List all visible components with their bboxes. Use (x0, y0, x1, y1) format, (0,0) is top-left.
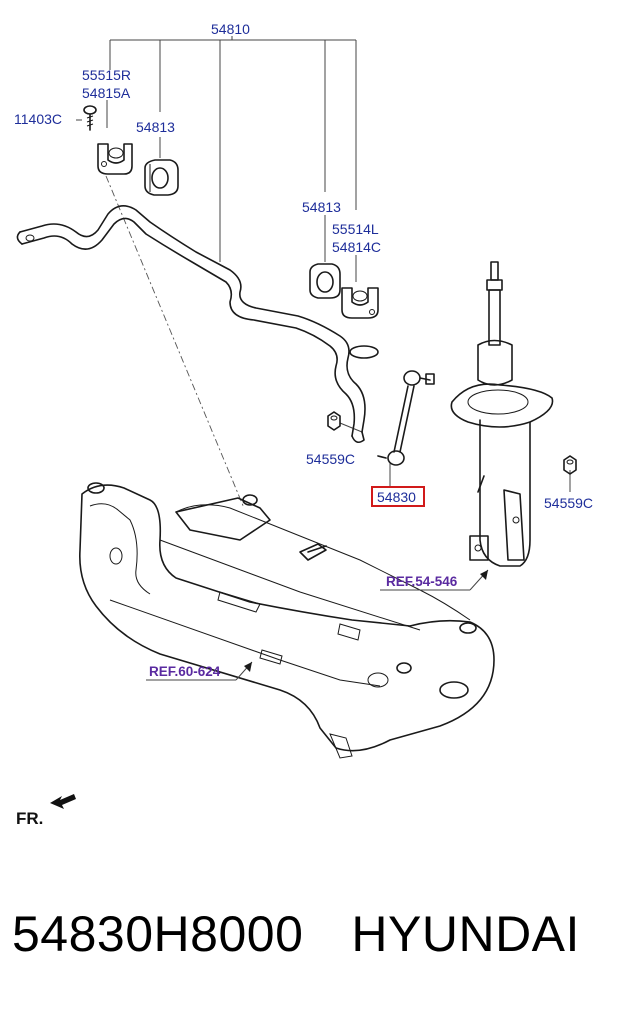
stabilizer-link (377, 370, 435, 466)
label-54815A: 54815A (82, 85, 131, 101)
label-54813-right: 54813 (302, 199, 341, 215)
front-direction-label: FR. (16, 809, 43, 828)
clamp-right (341, 287, 379, 319)
exploded-parts-diagram: 54810 55515R 54815A 11403C 54813 54813 5… (14, 21, 593, 828)
ref-54-546: REF.54-546 (386, 574, 458, 589)
ref-60-624: REF.60-624 (149, 664, 221, 679)
front-arrow-icon (50, 794, 76, 809)
bushing-right (309, 263, 341, 299)
label-55515R: 55515R (82, 67, 131, 83)
ref-arrows (146, 569, 489, 681)
footer-caption: 54830H8000 HYUNDAI (12, 905, 612, 975)
subframe (79, 482, 495, 759)
clamp-left (97, 143, 133, 175)
label-55514L: 55514L (332, 221, 379, 237)
label-54559C-right: 54559C (544, 495, 593, 511)
label-54813-left: 54813 (136, 119, 175, 135)
bolt-11403C (83, 105, 97, 131)
stabilizer-bar (16, 205, 379, 444)
label-54830: 54830 (377, 489, 416, 505)
label-11403C: 11403C (14, 111, 62, 127)
leader-lines (76, 36, 571, 509)
highlight-box-54830 (371, 486, 425, 507)
label-54559C-left: 54559C (306, 451, 355, 467)
part-number: 54830H8000 (12, 906, 304, 962)
bushing-left (144, 159, 179, 196)
strut-assembly (450, 261, 554, 567)
nut-right (563, 455, 577, 475)
label-54814C: 54814C (332, 239, 381, 255)
nut-left (327, 411, 341, 431)
brand-name: HYUNDAI (351, 906, 580, 962)
label-54810: 54810 (211, 21, 250, 37)
